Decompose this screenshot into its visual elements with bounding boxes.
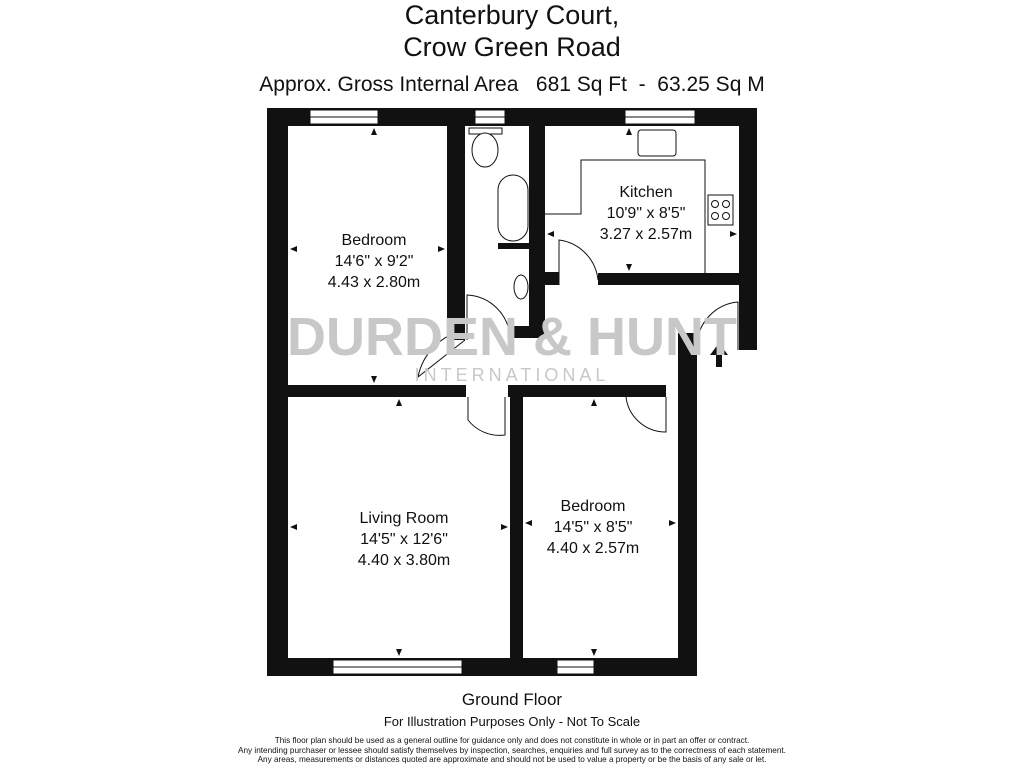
bath-partition: [498, 243, 535, 249]
toilet-icon: [471, 132, 499, 168]
room-imperial: 14'5" x 8'5": [554, 519, 633, 536]
wall-bedroom-bath: [447, 108, 465, 340]
room-imperial: 14'5" x 12'6": [360, 531, 448, 548]
watermark-brand: DURDEN & HUNT: [287, 307, 737, 367]
room-imperial: 14'6" x 9'2": [335, 253, 414, 270]
door-bedroom2: [625, 396, 667, 433]
disclaimer-line: Any intending purchaser or lessee should…: [238, 745, 786, 755]
fixtures: [468, 127, 734, 300]
scale-note: For Illustration Purposes Only - Not To …: [383, 714, 641, 729]
wall-bath-kitchen: [529, 126, 545, 338]
room-name: Bedroom: [561, 498, 626, 515]
room-name: Kitchen: [619, 184, 672, 201]
wall-bedroom2-right: [678, 333, 697, 676]
door-kitchen: [558, 239, 599, 285]
entrance-arrow-icon: [710, 343, 728, 367]
room-name: Living Room: [360, 510, 449, 527]
wall-bottom: [267, 658, 697, 676]
door-entrance: [696, 301, 739, 350]
bath-icon: [497, 174, 529, 242]
windows: [309, 109, 696, 675]
doors: [417, 239, 739, 436]
wall-kitchen-bottom: [598, 273, 740, 285]
door-bathroom: [466, 294, 511, 340]
sink-icon: [637, 129, 677, 157]
kitchen-counter: [545, 159, 706, 273]
watermark: DURDEN & HUNT INTERNATIONAL: [287, 307, 737, 385]
room-living-room: Living Room 14'5" x 12'6" 4.40 x 3.80m: [358, 510, 451, 569]
door-living-room: [467, 397, 506, 436]
wall-right-upper: [739, 108, 757, 350]
door-bedroom: [417, 329, 466, 379]
basin-icon: [513, 274, 529, 300]
room-metric: 4.40 x 2.57m: [547, 540, 640, 557]
wall-bath-bottom: [510, 326, 545, 338]
floor-label: Ground Floor: [461, 690, 563, 709]
watermark-sub: INTERNATIONAL: [415, 365, 610, 385]
room-metric: 4.43 x 2.80m: [328, 274, 421, 291]
room-name: Bedroom: [342, 232, 407, 249]
title-line-1: Canterbury Court,: [404, 0, 620, 30]
room-bedroom-1: Bedroom 14'6" x 9'2" 4.43 x 2.80m: [328, 232, 421, 291]
wall-bedroom-bottom: [288, 385, 466, 397]
wall-bedroom2-left: [510, 385, 523, 676]
room-imperial: 10'9" x 8'5": [607, 205, 686, 222]
wall-kitchen-stub: [545, 272, 559, 285]
disclaimer: This floor plan should be used as a gene…: [0, 736, 1024, 765]
hob-icon: [707, 194, 734, 226]
wall-left: [267, 108, 288, 676]
disclaimer-line: Any areas, measurements or distances quo…: [257, 755, 767, 764]
wall-bedroom2-top: [508, 385, 666, 397]
room-metric: 4.40 x 3.80m: [358, 552, 451, 569]
title-line-2: Crow Green Road: [403, 32, 621, 62]
room-metric: 3.27 x 2.57m: [600, 226, 693, 243]
room-kitchen: Kitchen 10'9" x 8'5" 3.27 x 2.57m: [600, 184, 693, 243]
disclaimer-line: This floor plan should be used as a gene…: [274, 736, 750, 745]
room-bedroom-2: Bedroom 14'5" x 8'5" 4.40 x 2.57m: [547, 498, 640, 557]
dimension-arrows: [290, 128, 737, 656]
area-summary: Approx. Gross Internal Area 681 Sq Ft - …: [259, 73, 765, 96]
